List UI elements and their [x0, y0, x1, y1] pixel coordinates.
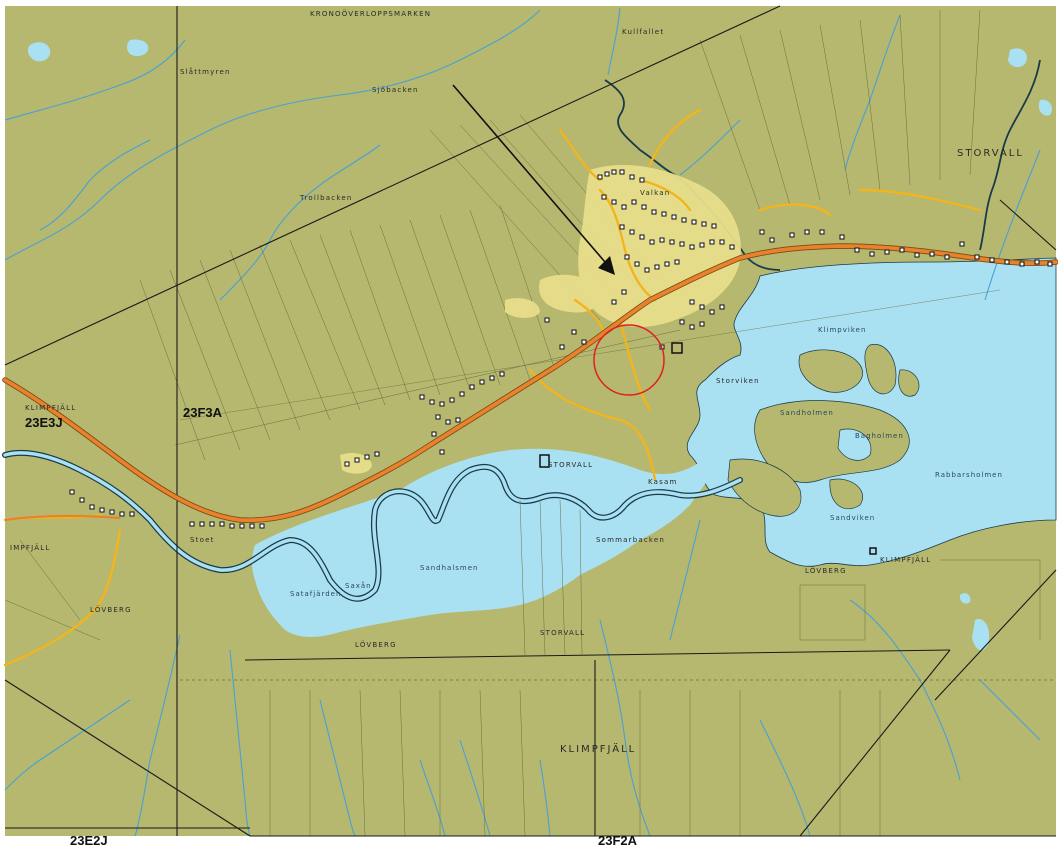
sheet-label-23E3J: 23E3J: [25, 415, 63, 430]
place-sommarbacken: Sommarbacken: [596, 536, 665, 544]
place-sandhalsmen: Sandhalsmen: [420, 564, 479, 572]
place-klimpfjall-west: KLIMPFJÄLL: [25, 403, 76, 412]
small-lake-6: [959, 593, 971, 604]
settlement-areas: [340, 165, 741, 474]
sheet-label-23E2J: 23E2J: [70, 833, 108, 845]
map-frame-bottom: [0, 836, 1058, 845]
river-north-2: [979, 59, 1041, 251]
large-buildings: [539, 342, 877, 555]
map-frame-top: [0, 0, 1058, 6]
small-lake-4: [1038, 99, 1052, 116]
highlight-circle: [593, 324, 665, 396]
place-satafjarden: Satafjärden: [290, 590, 341, 598]
side-road-south: [4, 514, 121, 522]
place-sandholmen: Sandholmen: [780, 409, 834, 417]
place-sjobacken: Sjöbacken: [372, 86, 419, 94]
place-kasam: Kasam: [648, 478, 678, 486]
sheet-label-23F3A: 23F3A: [183, 405, 223, 420]
place-lovberg-3: LÖVBERG: [805, 566, 847, 575]
place-lovberg-2: LÖVBERG: [355, 640, 397, 649]
place-kronooverloppsmarken: KRONOÖVERLOPPSMARKEN: [310, 9, 431, 18]
small-lake-1: [27, 42, 51, 62]
place-bagholmen: Bagholmen: [855, 432, 904, 440]
small-lake-5: [972, 619, 990, 651]
map-frame-right: [1056, 0, 1058, 845]
place-storviken: Storviken: [716, 377, 760, 385]
small-lake-2: [127, 39, 149, 57]
sheet-label-23F2A: 23F2A: [598, 833, 638, 845]
pointer-arrow-shaft: [452, 84, 606, 263]
place-lovberg-1: LÖVBERG: [90, 605, 132, 614]
place-klimpfjall-lake: KLIMPFJÄLL: [880, 555, 931, 564]
place-sandviken: Sandviken: [830, 514, 875, 522]
place-slattmyren: Slåttmyren: [180, 67, 231, 76]
place-kullfallet: Kullfallet: [622, 28, 664, 36]
main-road: [3, 244, 1058, 523]
place-storvall-ne: STORVALL: [957, 148, 1024, 159]
pointer-arrow-head: [598, 256, 615, 275]
place-klimpfjall-south: KLIMPFJÄLL: [560, 742, 636, 755]
streams: [4, 7, 1041, 837]
place-valkan: Valkan: [640, 189, 670, 197]
place-storvall-s: STORVALL: [540, 629, 585, 637]
place-stoet: Stoet: [190, 536, 215, 544]
place-saxan: Saxån: [345, 581, 372, 590]
sheet-boundaries: [4, 5, 1057, 837]
lake-south: [251, 448, 713, 637]
place-trollbacken: Trollbacken: [299, 194, 352, 202]
place-storvall-lake: STORVALL: [548, 461, 593, 469]
place-rabbarsholmen: Rabbarsholmen: [935, 471, 1003, 479]
map-frame-left: [0, 0, 5, 845]
river-main-inner: [3, 451, 742, 601]
small-lake-3: [1008, 48, 1027, 68]
place-klimpviken: Klimpviken: [818, 326, 866, 334]
islands: [727, 343, 920, 517]
place-impfjall-sw: IMPFJÄLL: [10, 543, 50, 552]
buildings: [69, 169, 1053, 529]
